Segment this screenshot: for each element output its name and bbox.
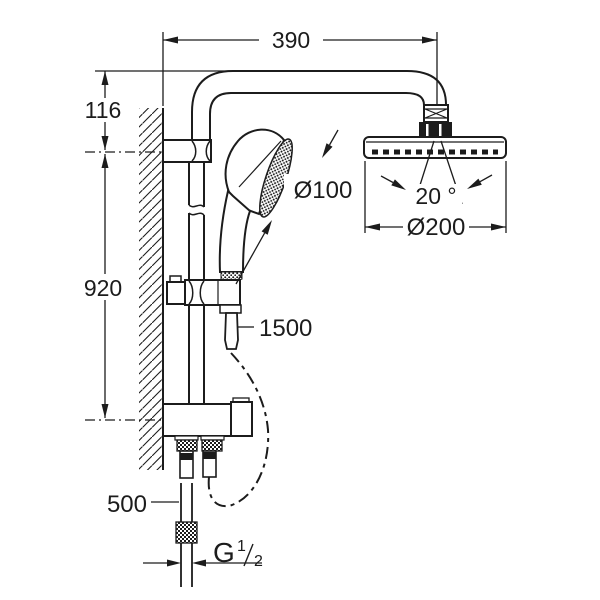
- holder-rail-pinch: [188, 280, 205, 305]
- wall-bracket: [162, 139, 212, 163]
- reference-lines: [85, 151, 176, 421]
- arrowhead-left: [163, 36, 178, 44]
- shower-rail: [188, 162, 205, 404]
- diverter-knob: [230, 401, 253, 437]
- dimension-20deg: 20 °: [380, 140, 493, 209]
- arrowhead-right: [422, 36, 437, 44]
- dim-label-500: 500: [107, 491, 147, 518]
- arrowhead-up: [101, 154, 109, 168]
- holder-knob: [166, 281, 187, 305]
- thread-letter: G: [213, 537, 235, 568]
- dimension-116: 116: [83, 70, 235, 150]
- dimension-390: 390: [162, 26, 438, 106]
- arrowhead-lower: [261, 220, 272, 235]
- connection-nut: [419, 122, 452, 137]
- arm-inner-edge: [209, 92, 425, 141]
- dimension-thread: G 1 2: [143, 537, 263, 570]
- dim-label-dia100: Ø100: [294, 177, 353, 204]
- knurled-nut-right: [201, 439, 223, 452]
- holder-body: [184, 279, 241, 306]
- wall-hatching: [139, 108, 163, 470]
- fraction-slash: [243, 543, 254, 567]
- head-detail-line: [238, 140, 282, 188]
- head-shower: [363, 104, 507, 159]
- arrowhead-left: [167, 559, 181, 567]
- dim-label-dia200: Ø200: [407, 214, 466, 241]
- arrowhead-down: [101, 136, 109, 150]
- supply-pipe: [175, 483, 198, 587]
- hose-cone: [224, 312, 239, 350]
- knurled-nut-left: [176, 439, 198, 452]
- dimension-1500: 1500: [238, 315, 312, 342]
- wall-section: [139, 108, 164, 470]
- dimension-500: 500: [107, 491, 179, 518]
- dimension-dia200: Ø200: [364, 161, 507, 241]
- knurled-union-nut: [175, 521, 198, 544]
- arrowhead-left: [391, 179, 406, 190]
- thread-numerator: 1: [237, 538, 246, 555]
- arrowhead-left: [365, 223, 380, 231]
- dim-label-1500: 1500: [259, 315, 312, 342]
- arrowhead-right: [467, 178, 482, 189]
- rail-break-symbol: [188, 204, 205, 216]
- dim-label-116: 116: [85, 97, 122, 123]
- shower-holder: [166, 275, 242, 350]
- arm-outer-edge: [191, 70, 447, 141]
- arrowhead-up: [101, 71, 109, 85]
- arrowhead-down: [101, 404, 109, 418]
- shower-hose: [207, 352, 270, 508]
- extension-lines: [364, 161, 507, 233]
- shower-pipe-and-arm: [191, 70, 447, 141]
- diverter-valve: [162, 397, 253, 479]
- arrowhead-right: [192, 559, 206, 567]
- dim-label-angle: 20 °: [415, 183, 456, 209]
- bracket-pipe-pinch: [191, 140, 211, 162]
- arrowhead-right: [491, 223, 506, 231]
- dimension-dia100: Ø100: [235, 129, 362, 285]
- dim-label-920: 920: [84, 275, 122, 301]
- dimension-920: 920: [80, 154, 126, 418]
- valve-body: [162, 403, 232, 437]
- arrowhead-upper: [322, 143, 333, 158]
- hose-connector: [219, 304, 242, 314]
- thread-denominator: 2: [254, 553, 263, 570]
- extension-lines: [162, 32, 438, 106]
- dim-label-390: 390: [272, 27, 310, 53]
- head-shower-disc: [363, 136, 507, 159]
